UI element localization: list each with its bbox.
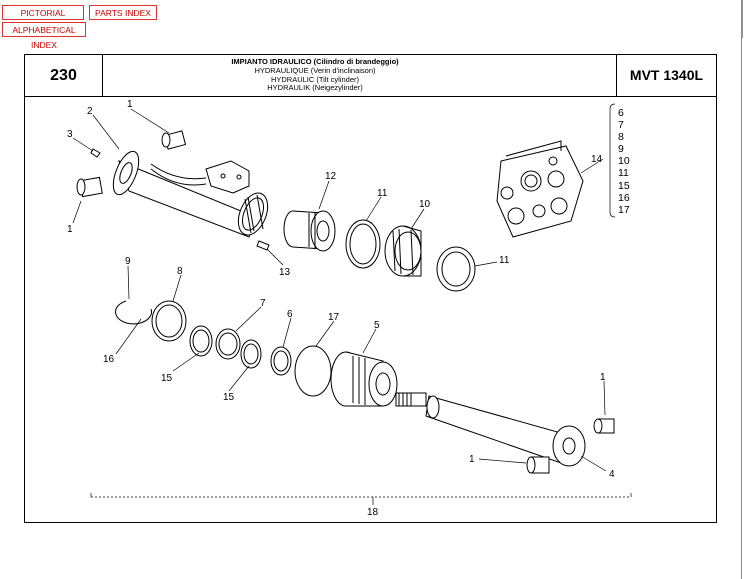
bushing-right[interactable] [593, 418, 615, 434]
ring-11-a[interactable] [345, 219, 381, 269]
parts-sheet: 230 IMPIANTO IDRAULICO (Cilindro di bran… [24, 54, 717, 523]
title-german: HYDRAULIK (Neigezylinder) [267, 83, 363, 93]
callout-14: 14 [591, 154, 603, 165]
callout-17: 17 [328, 312, 340, 323]
page-number: 230 [25, 55, 103, 96]
callout-11: 11 [499, 255, 510, 266]
callout-1: 1 [600, 372, 606, 383]
kit-item: 8 [618, 131, 624, 143]
callout-13: 13 [279, 267, 291, 278]
title-english: HYDRAULIC (Tilt cylinder) [270, 74, 360, 84]
kit-item: 16 [618, 192, 630, 204]
kit-item: 15 [618, 180, 630, 192]
bushing-bottom[interactable] [526, 456, 550, 474]
leader-lines [72, 103, 632, 505]
callout-15: 15 [161, 373, 173, 384]
top-navigation: PICTORIAL INDEX PARTS INDEX ALPHABETICAL… [0, 0, 743, 50]
callout-9: 9 [125, 256, 131, 267]
kit-item: 7 [618, 119, 624, 131]
seal-6[interactable] [270, 346, 292, 376]
piston[interactable] [283, 210, 336, 252]
callout-1: 1 [469, 454, 475, 465]
callout-11: 11 [377, 188, 388, 199]
title-italian: IMPIANTO IDRAULICO (Cilindro di brandegg… [231, 57, 399, 66]
callout-18: 18 [367, 507, 379, 518]
model-code: MVT 1340L [616, 55, 716, 96]
bushing-upper[interactable] [161, 130, 187, 150]
kit-contents-list: 6 7 8 9 10 11 15 16 17 [618, 107, 630, 216]
callout-8: 8 [177, 266, 183, 277]
kit-item: 17 [618, 204, 630, 216]
kit-item: 10 [618, 155, 630, 167]
exploded-view-drawing: 1 2 3 1 12 11 10 11 13 14 9 8 16 15 7 15… [67, 99, 632, 518]
callout-2: 2 [87, 106, 93, 117]
circlip-9[interactable] [115, 300, 153, 325]
bushing-left[interactable] [76, 176, 103, 198]
grease-nipple[interactable] [90, 148, 101, 158]
kit-item: 9 [618, 143, 624, 155]
seal-kit[interactable] [496, 140, 584, 238]
piston-rod[interactable] [395, 392, 586, 467]
plug[interactable] [256, 240, 270, 251]
sheet-header: 230 IMPIANTO IDRAULICO (Cilindro di bran… [25, 55, 716, 97]
o-ring-17[interactable] [294, 345, 332, 397]
pictorial-index-button[interactable]: PICTORIAL INDEX [2, 5, 84, 33]
ring-15-a[interactable] [189, 325, 213, 357]
callout-16: 16 [103, 354, 115, 365]
callout-10: 10 [419, 199, 431, 210]
callout-7: 7 [260, 298, 266, 309]
cylinder-head[interactable] [330, 351, 398, 407]
ring-11-b[interactable] [436, 246, 476, 292]
callout-4: 4 [609, 469, 615, 480]
title-french: HYDRAULIQUE (Verin d'inclinaison) [254, 65, 376, 75]
parts-index-button[interactable]: PARTS INDEX [89, 5, 157, 20]
callout-5: 5 [374, 320, 380, 331]
callout-15: 15 [223, 392, 235, 403]
seal-7[interactable] [215, 328, 241, 360]
seal-8[interactable] [151, 300, 187, 342]
callout-3: 3 [67, 129, 73, 140]
callout-1: 1 [67, 224, 73, 235]
cylinder-barrel[interactable] [108, 148, 273, 239]
sheet-title: IMPIANTO IDRAULICO (Cilindro di brandegg… [103, 55, 527, 96]
kit-item: 6 [618, 107, 624, 119]
ring-15-b[interactable] [240, 339, 262, 369]
callout-6: 6 [287, 309, 293, 320]
guide-ring-10[interactable] [384, 225, 422, 277]
callout-12: 12 [325, 171, 337, 182]
alphabetical-index-button[interactable]: ALPHABETICAL INDEX [2, 22, 86, 50]
callout-1: 1 [127, 99, 133, 110]
kit-item: 11 [618, 167, 629, 179]
